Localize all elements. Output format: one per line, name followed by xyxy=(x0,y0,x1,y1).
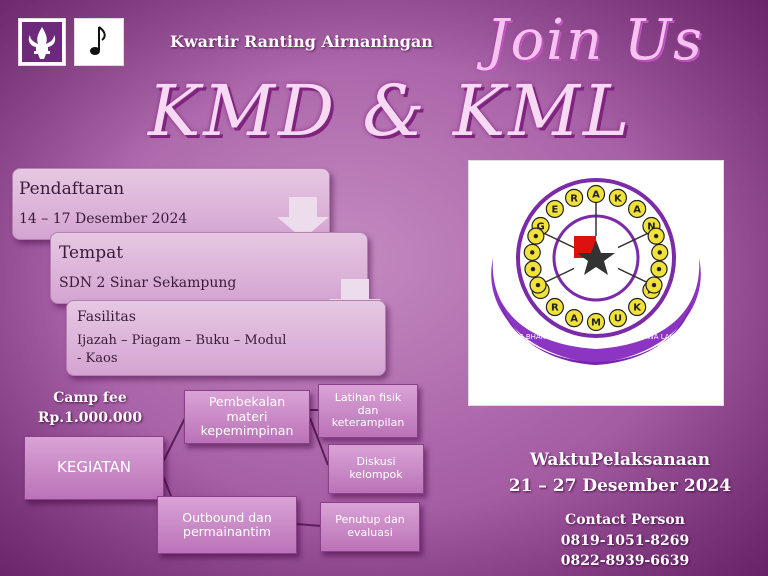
facilities-list: Ijazah – Piagam – Buku – Modul - Kaos xyxy=(77,333,287,366)
camp-fee-amount: Rp.1.000.000 xyxy=(37,410,143,426)
contact-phone-2: 0822-8939-6639 xyxy=(560,553,690,569)
top-letter-circle xyxy=(545,199,564,219)
registration-dates: 14 – 17 Desember 2024 xyxy=(19,211,188,227)
facilities-label: Fasilitas xyxy=(77,309,136,325)
camp-fee-label: Camp fee xyxy=(53,390,127,406)
bottom-letter: K xyxy=(633,303,642,314)
top-letter: N xyxy=(647,222,655,233)
join-us-heading: Join Us xyxy=(486,8,704,73)
venue-name: SDN 2 Sinar Sekampung xyxy=(59,275,237,291)
pramuka-emblem-frame: IKHLAS BHAKTI BINA BANGSA BERBUDI BAWA L… xyxy=(468,160,724,406)
top-letter: K xyxy=(614,193,623,204)
side-dot xyxy=(657,250,662,255)
bottom-letter-circle xyxy=(545,297,564,317)
top-letter-circle xyxy=(608,188,627,207)
pramuka-emblem-icon: IKHLAS BHAKTI BINA BANGSA BERBUDI BAWA L… xyxy=(491,178,701,365)
bottom-letter-circle xyxy=(565,309,584,328)
scout-lily-logo xyxy=(18,18,66,66)
top-letter: A xyxy=(592,190,600,201)
closing-evaluation-node: Penutup dan evaluasi xyxy=(320,502,420,552)
side-dot xyxy=(535,282,541,288)
arrow-down-icon xyxy=(289,197,317,217)
top-letter: G xyxy=(536,222,544,233)
top-letter: A xyxy=(633,204,641,215)
side-dot xyxy=(530,250,535,255)
contact-phone-1: 0819-1051-8269 xyxy=(560,533,690,549)
organization-name: Kwartir Ranting Airnaningan xyxy=(170,32,433,51)
venue-label: Tempat xyxy=(59,243,124,263)
music-note-icon xyxy=(90,26,106,55)
bottom-letter: R xyxy=(551,303,559,314)
registration-label: Pendaftaran xyxy=(19,179,125,199)
schedule-label: WaktuPelaksanaan xyxy=(529,450,711,470)
group-discussion-node: Diskusi kelompok xyxy=(328,444,424,494)
schedule-dates: 21 – 27 Desember 2024 xyxy=(508,476,732,496)
activities-root-node: KEGIATAN xyxy=(24,436,164,500)
physical-training-node: Latihan fisik dan keterampilan xyxy=(318,384,418,438)
top-letter-circle xyxy=(586,184,606,204)
top-letter-circle xyxy=(565,188,584,207)
top-letter-circle xyxy=(628,199,647,219)
top-letter: R xyxy=(570,193,578,204)
side-dot xyxy=(530,266,536,272)
arrow-down-icon xyxy=(341,279,369,299)
side-dot xyxy=(653,233,659,239)
side-dot xyxy=(533,233,539,239)
bottom-letter: U xyxy=(614,314,622,325)
top-letter: E xyxy=(551,204,558,215)
contact-label: Contact Person xyxy=(565,512,685,528)
connector-line xyxy=(159,417,186,469)
bottom-letter: M xyxy=(591,318,601,329)
side-dot xyxy=(651,282,657,288)
facilities-card: Fasilitas Ijazah – Piagam – Buku – Modul… xyxy=(66,300,386,376)
side-dot xyxy=(656,266,662,272)
bottom-letter: A xyxy=(570,314,578,325)
bottom-letter-circle xyxy=(628,297,647,317)
bottom-letter-circle xyxy=(608,309,627,328)
event-title: KMD & KML xyxy=(148,70,633,152)
scout-lily-icon xyxy=(22,22,62,62)
bottom-letter-circle xyxy=(586,312,606,332)
leadership-node: Pembekalan materi kepemimpinan xyxy=(184,390,310,444)
music-note-logo xyxy=(74,18,124,66)
outbound-node: Outbound dan permainantim xyxy=(157,496,297,554)
